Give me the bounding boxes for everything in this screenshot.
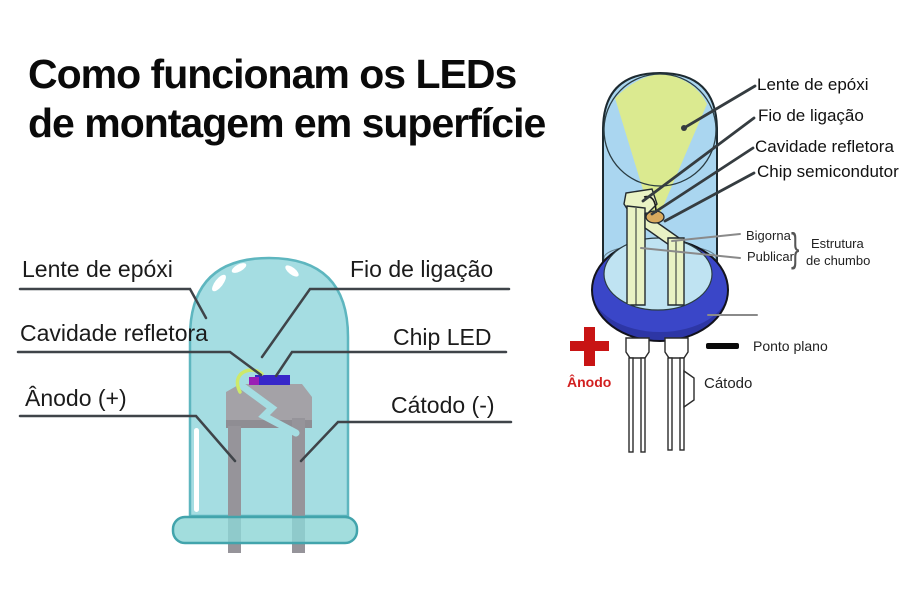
label-cavidade-right: Cavidade refletora — [755, 137, 894, 156]
anode-plus-icon — [570, 327, 609, 366]
pointer-fio-left — [260, 287, 511, 359]
right-gray-pointers — [640, 233, 758, 316]
label-cavidade-left: Cavidade refletora — [20, 320, 208, 346]
pointer-publicar — [640, 247, 741, 259]
pointer-bigorna — [671, 233, 741, 242]
label-anodo-left: Ânodo (+) — [25, 385, 127, 411]
lens-sphere-outline — [603, 73, 717, 187]
base-flange — [171, 515, 359, 545]
pointer-chip-right — [663, 171, 756, 223]
label-chip-led: Chip LED — [393, 324, 492, 350]
pointer-chip-led — [274, 350, 508, 378]
right-pointer-lines — [641, 84, 757, 223]
lead-frame-shadow-band — [226, 420, 312, 428]
page-title-line2: de montagem em superfície — [28, 100, 546, 146]
label-chip-right: Chip semicondutor — [757, 162, 899, 181]
led-chip-edge — [249, 377, 259, 385]
page-title: Como funcionam os LEDs de montagem em su… — [28, 50, 546, 148]
cathode-lead-kink — [683, 369, 695, 409]
pointer-catodo-left — [299, 420, 513, 463]
right-led-illustration — [570, 71, 729, 453]
pointer-fio-right — [641, 116, 756, 203]
page-title-line1: Como funcionam os LEDs — [28, 51, 517, 97]
pointer-anodo-left — [18, 414, 237, 463]
label-lente-right: Lente de epóxi — [757, 75, 869, 94]
lens-highlight — [194, 263, 299, 512]
label-ponto-plano: Ponto plano — [753, 338, 828, 354]
label-publicar: Publicar — [747, 249, 794, 264]
pointer-lente-dot — [681, 125, 687, 131]
flat-point-bar-icon — [706, 343, 739, 349]
label-estrutura-line2: de chumbo — [806, 253, 871, 268]
label-fio-right: Fio de ligação — [758, 106, 864, 125]
pointer-lente-right — [682, 84, 757, 130]
interior-lead-frame — [623, 188, 685, 306]
label-catodo-left: Cátodo (-) — [391, 392, 495, 418]
frame-gap — [238, 382, 300, 437]
label-lente-left: Lente de epóxi — [22, 256, 173, 282]
label-estrutura-line1: Estrutura — [811, 236, 864, 251]
label-bigorna: Bigorna — [746, 228, 791, 243]
label-anodo-right: Ânodo — [567, 374, 612, 390]
led-chip — [255, 375, 290, 385]
lead-frame-bracket-icon: } — [791, 224, 800, 270]
pointer-lente-left — [18, 287, 208, 320]
left-pointer-lines — [16, 287, 513, 463]
pointer-cavidade-left — [16, 350, 263, 377]
anode-lead — [625, 337, 650, 453]
cathode-lead — [664, 337, 695, 451]
pointer-cavidade-right — [650, 146, 755, 216]
label-catodo-right: Cátodo — [704, 375, 753, 392]
label-fio-left: Fio de ligação — [350, 256, 494, 282]
flange-shading — [592, 290, 728, 341]
light-cone — [615, 74, 707, 216]
left-led-illustration — [171, 256, 359, 553]
led-legs — [625, 337, 695, 453]
